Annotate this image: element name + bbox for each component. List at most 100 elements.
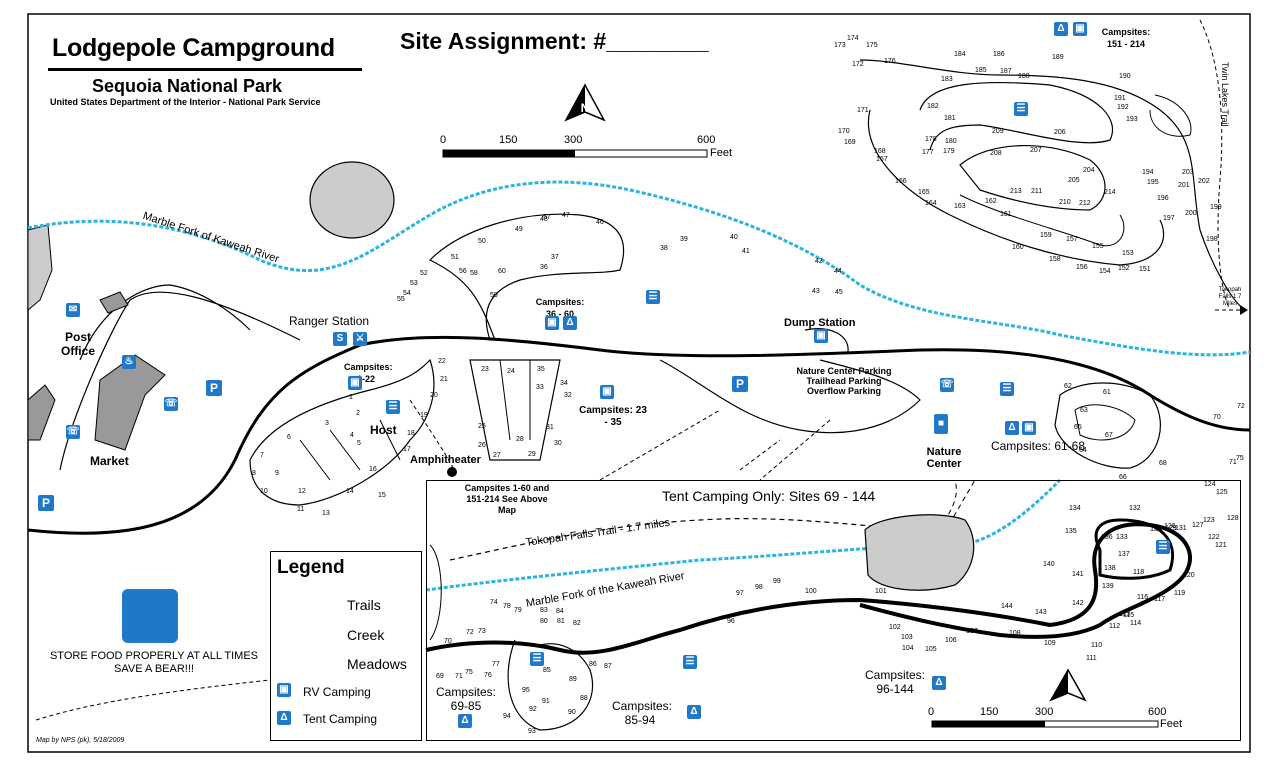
site-number-11: 11	[297, 506, 305, 513]
site-number-214: 214	[1104, 189, 1116, 196]
market-label: Market	[90, 454, 129, 468]
tokopah-arrowhead	[1240, 305, 1248, 315]
site-number-118: 118	[1133, 569, 1145, 576]
site-number-157: 157	[1066, 236, 1078, 243]
site-number-61: 61	[1103, 389, 1111, 396]
site-number-97: 97	[736, 590, 744, 597]
inset-scale-tick-300: 300	[1035, 706, 1054, 718]
site-number-131: 131	[1175, 525, 1187, 532]
site-number-211: 211	[1031, 188, 1043, 195]
bear-icon-box	[122, 589, 178, 643]
ranger-symbol-icon: S	[333, 332, 347, 346]
site-number-46: 46	[596, 219, 604, 226]
scale-tick-300: 300	[564, 134, 583, 146]
site-number-109: 109	[1044, 640, 1056, 647]
site-number-55: 55	[397, 296, 405, 303]
campsite-group-151-214: Campsites: 151 - 214	[1101, 27, 1151, 49]
site-number-100: 100	[805, 588, 817, 595]
inset-meadow	[864, 514, 975, 591]
site-number-207: 207	[1030, 147, 1042, 154]
site-number-67: 67	[1105, 432, 1113, 439]
site-number-140: 140	[1043, 561, 1055, 568]
site-number-27: 27	[493, 452, 501, 459]
post-office-label: Post Office	[60, 330, 95, 358]
site-number-194: 194	[1142, 169, 1154, 176]
site-number-136: 136	[1101, 534, 1113, 541]
tokopah-falls-label: Tokopah Falls 1.7 Miles	[1218, 287, 1242, 307]
site-number-39: 39	[680, 236, 688, 243]
site-number-142: 142	[1072, 600, 1084, 607]
site-number-25: 25	[478, 423, 486, 430]
bear-notice-line-2: SAVE A BEAR!!!	[114, 663, 194, 675]
dump-station-label: Dump Station	[784, 317, 856, 329]
site-number-48: 48	[540, 216, 548, 223]
inset-creek	[425, 478, 1062, 592]
north-road	[859, 59, 1246, 311]
parking-label: Nature Center Parking Trailhead Parking …	[796, 366, 892, 396]
site-number-73: 73	[478, 628, 486, 635]
north-loop-middle	[959, 145, 1106, 211]
page-subtitle: Sequoia National Park	[92, 76, 283, 96]
site-number-34: 34	[560, 380, 568, 387]
market-building	[94, 354, 166, 451]
site-number-126: 126	[1164, 523, 1176, 530]
site-number-65: 65	[1074, 424, 1082, 431]
site-number-22: 22	[438, 358, 446, 365]
site-number-212: 212	[1079, 200, 1091, 207]
main-road	[27, 335, 1251, 535]
site-number-107: 107	[966, 628, 978, 635]
site-number-203: 203	[1182, 169, 1194, 176]
site-number-134: 134	[1069, 505, 1081, 512]
restroom-icon-8: ☰	[1156, 540, 1170, 554]
site-number-83: 83	[540, 607, 548, 614]
site-number-195: 195	[1147, 179, 1159, 186]
site-number-89: 89	[569, 676, 577, 683]
site-number-87: 87	[604, 663, 612, 670]
site-number-36: 36	[540, 264, 548, 271]
restroom-icon-4: ☰	[1000, 382, 1014, 396]
site-number-31: 31	[546, 424, 554, 431]
site-number-178: 178	[925, 136, 937, 143]
site-number-35: 35	[537, 366, 545, 373]
site-number-119: 119	[1174, 590, 1186, 597]
site-number-68: 68	[1159, 460, 1167, 467]
nature-center-icon: ■	[934, 414, 948, 434]
site-number-94: 94	[503, 713, 511, 720]
site-number-74: 74	[490, 599, 498, 606]
restroom-icon-7: ☰	[683, 655, 697, 669]
site-number-137: 137	[1118, 551, 1130, 558]
site-number-16: 16	[369, 466, 377, 473]
restroom-icon: ⚔	[353, 332, 367, 346]
site-number-190: 190	[1119, 73, 1131, 80]
site-number-37: 37	[551, 254, 559, 261]
site-number-184: 184	[954, 51, 966, 58]
site-number-42: 42	[815, 258, 823, 265]
site-number-44: 44	[834, 268, 842, 275]
site-number-84: 84	[556, 608, 564, 615]
site-number-23: 23	[481, 366, 489, 373]
loop-61-68-inner	[1074, 404, 1136, 441]
site-number-167: 167	[876, 156, 888, 163]
site-number-30: 30	[554, 440, 562, 447]
site-number-92: 92	[529, 706, 537, 713]
site-number-32: 32	[564, 392, 572, 399]
scale-bar-main	[442, 149, 708, 158]
site-number-105: 105	[925, 646, 937, 653]
site-number-50: 50	[478, 238, 486, 245]
rv-icon-61-68: ▣	[1022, 421, 1036, 435]
site-number-176: 176	[884, 58, 896, 65]
scale-unit: Feet	[710, 147, 733, 159]
site-number-93: 93	[528, 728, 536, 735]
site-number-58: 58	[470, 270, 478, 277]
site-number-72: 72	[1237, 403, 1245, 410]
site-number-57: 57	[543, 214, 551, 221]
site-number-209: 209	[992, 128, 1004, 135]
trail-southwest	[35, 679, 271, 721]
site-number-122: 122	[1208, 534, 1220, 541]
legend-creek: Creek	[347, 627, 385, 643]
site-number-104: 104	[902, 645, 914, 652]
scale-tick-600: 600	[697, 134, 716, 146]
loop-1-22-spurs	[299, 419, 401, 481]
site-number-14: 14	[346, 488, 354, 495]
road-market-2	[79, 284, 251, 361]
